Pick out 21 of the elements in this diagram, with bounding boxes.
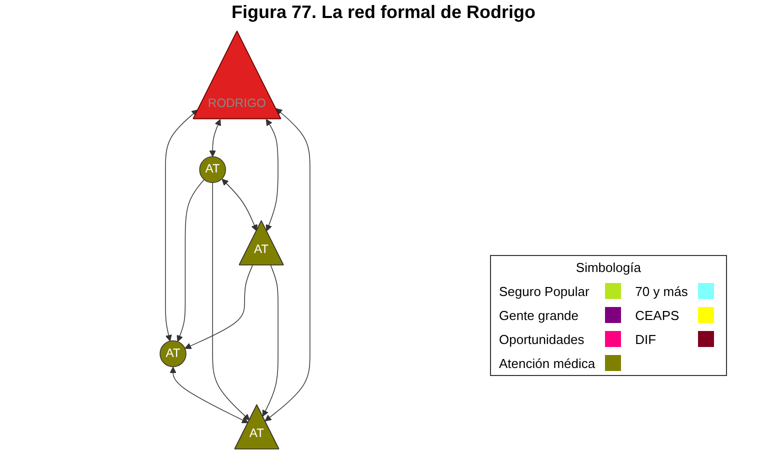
figure-title: Figura 77. La red formal de Rodrigo bbox=[230, 2, 537, 23]
arrow bbox=[209, 119, 221, 157]
arrow bbox=[222, 178, 258, 232]
legend-label: Atención médica bbox=[499, 356, 596, 370]
legend-label: 70 y más bbox=[635, 284, 688, 298]
arrow bbox=[170, 366, 249, 424]
node-circle: AT bbox=[199, 156, 226, 184]
legend-label: Gente grande bbox=[499, 308, 580, 322]
arrow bbox=[266, 119, 278, 232]
legend-label: Seguro Popular bbox=[499, 284, 590, 298]
legend-label: Oportunidades bbox=[499, 332, 586, 346]
arrow bbox=[262, 264, 278, 417]
arrow bbox=[212, 182, 250, 420]
arrow bbox=[264, 108, 310, 422]
node-circle: AT bbox=[160, 340, 186, 368]
legend-title: Simbología bbox=[574, 260, 642, 275]
legend-label: DIF bbox=[635, 332, 658, 346]
arrow bbox=[176, 179, 205, 342]
arrow bbox=[165, 109, 198, 342]
legend-label: CEAPS bbox=[635, 308, 680, 322]
arrow bbox=[184, 264, 254, 350]
